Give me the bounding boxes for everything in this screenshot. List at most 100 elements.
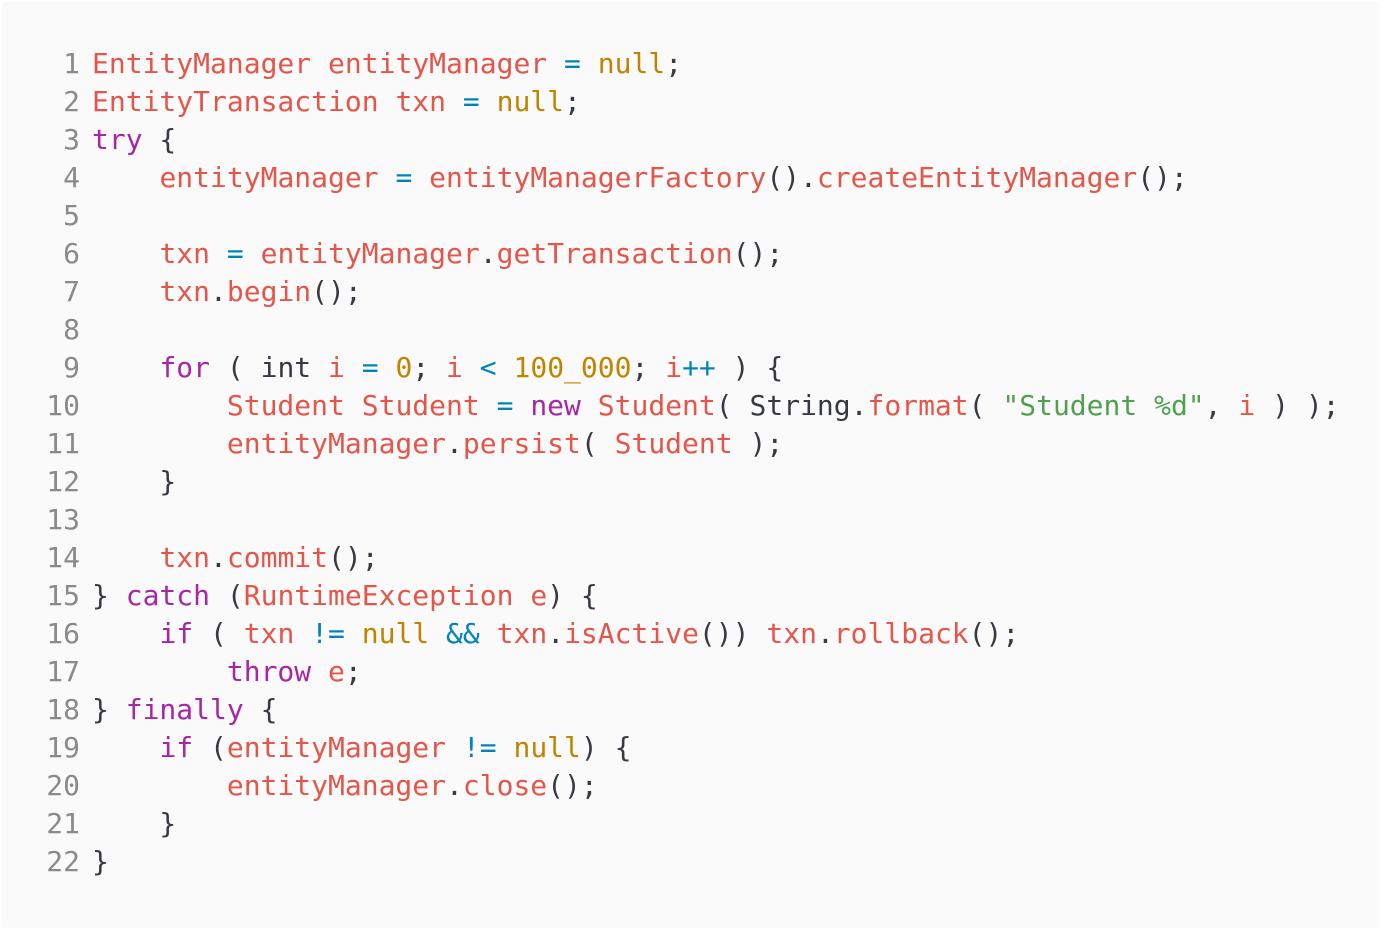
code-line[interactable]: 20 entityManager.close();: [2, 767, 1380, 805]
code-token: ) {: [715, 351, 784, 384]
code-line[interactable]: 13: [2, 501, 1380, 539]
code-token: .: [210, 275, 227, 308]
code-token: txn: [243, 617, 295, 650]
code-line[interactable]: 5: [2, 197, 1380, 235]
code-line[interactable]: 10 Student Student = new Student( String…: [2, 387, 1380, 425]
code-line[interactable]: 8: [2, 311, 1380, 349]
code-token: [92, 161, 159, 194]
code-line[interactable]: 17 throw e;: [2, 653, 1380, 691]
code-line[interactable]: 6 txn = entityManager.getTransaction();: [2, 235, 1380, 273]
code-token: (: [193, 617, 244, 650]
code-token: catch: [125, 579, 211, 612]
line-number: 6: [63, 237, 80, 270]
code-token: .: [816, 617, 834, 650]
code-token: EntityTransaction: [92, 85, 379, 118]
code-token: txn: [159, 541, 211, 574]
code-token: =: [496, 389, 514, 422]
code-token: [92, 541, 159, 574]
code-line[interactable]: 16 if ( txn != null && txn.isActive()) t…: [2, 615, 1380, 653]
code-token: !=: [311, 617, 345, 650]
code-line[interactable]: 22}: [2, 843, 1380, 881]
code-token: =: [395, 161, 413, 194]
code-line[interactable]: 21 }: [2, 805, 1380, 843]
code-token: (: [580, 427, 615, 460]
code-token: }: [92, 693, 126, 726]
code-token: [446, 85, 463, 118]
code-token: <: [479, 351, 497, 384]
code-token: [92, 427, 227, 460]
line-number: 3: [63, 123, 80, 156]
line-number: 10: [46, 389, 80, 422]
code-token: RuntimeException: [243, 579, 514, 612]
code-token: Student: [614, 427, 733, 460]
code-token: null: [597, 47, 666, 80]
line-content: txn = entityManager.getTransaction();: [92, 235, 1380, 273]
code-token: entityManager: [226, 769, 447, 802]
code-token: ) {: [547, 579, 598, 612]
code-token: null: [496, 85, 565, 118]
code-token: [379, 161, 396, 194]
line-number: 19: [46, 731, 80, 764]
code-token: [480, 85, 497, 118]
code-token: if: [159, 617, 194, 650]
code-token: [345, 351, 362, 384]
code-line[interactable]: 15} catch (RuntimeException e) {: [2, 577, 1380, 615]
code-token: ();: [732, 237, 784, 270]
code-token: ) );: [1255, 389, 1340, 422]
code-token: i: [1238, 389, 1256, 422]
line-number: 20: [46, 769, 80, 802]
line-number: 15: [46, 579, 80, 612]
code-token: );: [732, 427, 784, 460]
code-line[interactable]: 19 if (entityManager != null) {: [2, 729, 1380, 767]
code-token: txn: [159, 237, 211, 270]
line-content: [92, 197, 1380, 235]
code-token: EntityManager: [92, 47, 312, 80]
code-token: getTransaction: [496, 237, 733, 270]
code-token: txn: [496, 617, 548, 650]
code-token: =: [361, 351, 379, 384]
code-token: close: [462, 769, 548, 802]
code-line[interactable]: 7 txn.begin();: [2, 273, 1380, 311]
code-line[interactable]: 14 txn.commit();: [2, 539, 1380, 577]
code-token: [92, 731, 159, 764]
line-number: 21: [46, 807, 80, 840]
code-token: [244, 237, 261, 270]
code-token: [311, 655, 328, 688]
code-token: [92, 769, 227, 802]
line-number: 7: [63, 275, 80, 308]
code-token: .: [479, 237, 497, 270]
line-content: }: [92, 843, 1380, 881]
code-line[interactable]: 11 entityManager.persist( Student );: [2, 425, 1380, 463]
code-token: ()): [698, 617, 767, 650]
code-token: entityManager: [226, 731, 447, 764]
code-token: ;: [631, 351, 666, 384]
code-token: null: [361, 617, 430, 650]
code-line[interactable]: 4 entityManager = entityManagerFactory()…: [2, 159, 1380, 197]
code-token: i: [446, 351, 463, 384]
line-number: 2: [63, 85, 80, 118]
code-token: =: [564, 47, 581, 80]
code-line[interactable]: 9 for ( int i = 0; i < 100_000; i++ ) {: [2, 349, 1380, 387]
code-token: txn: [395, 85, 447, 118]
code-token: begin: [226, 275, 312, 308]
code-line[interactable]: 12 }: [2, 463, 1380, 501]
code-token: entityManagerFactory: [429, 161, 767, 194]
code-token: [345, 617, 362, 650]
code-token: if: [159, 731, 194, 764]
code-token: (: [210, 579, 244, 612]
code-token: [463, 351, 480, 384]
code-token: [513, 389, 530, 422]
code-token: [412, 161, 429, 194]
line-number: 12: [46, 465, 80, 498]
code-token: 0: [395, 351, 413, 384]
code-token: &&: [446, 617, 480, 650]
line-number: 18: [46, 693, 80, 726]
code-token: [210, 237, 227, 270]
code-line[interactable]: 18} finally {: [2, 691, 1380, 729]
code-token: .: [446, 769, 463, 802]
